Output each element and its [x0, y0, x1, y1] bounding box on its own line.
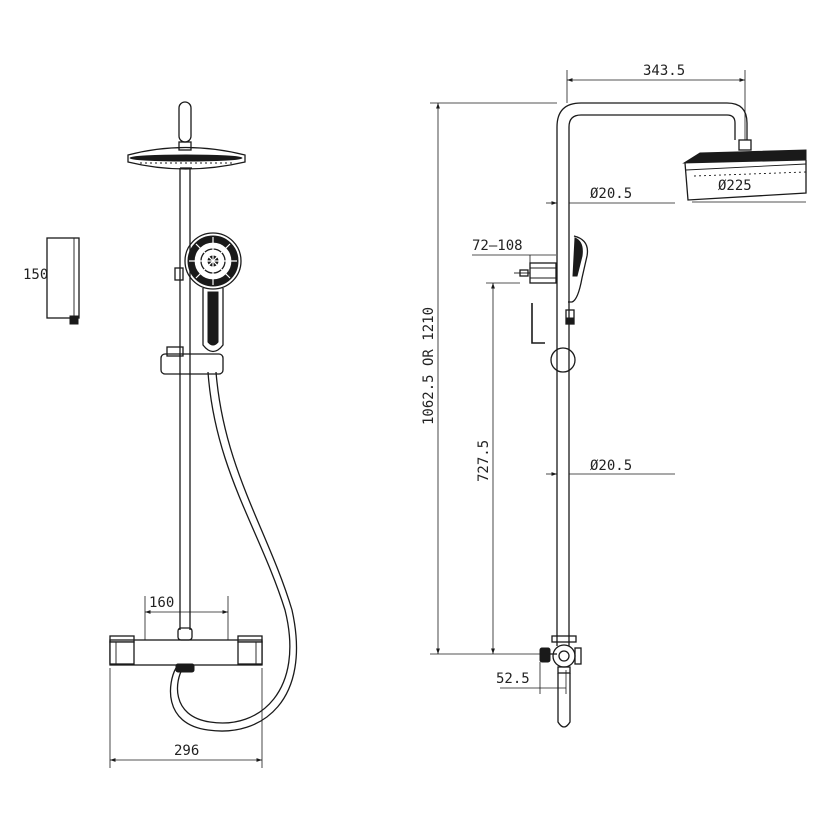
side-view: 343.5 Ø20.5 Ø225 72–108 [421, 63, 807, 728]
dim-valve-centers: 160 [149, 595, 174, 611]
dim-valve-width: 296 [174, 743, 199, 759]
rain-head-side [682, 149, 807, 201]
dim-overall-height: 1062.5 OR 1210 [421, 307, 437, 425]
dim-head-diameter: Ø225 [718, 178, 752, 194]
dim-bracket-height: 150 [23, 267, 48, 283]
hand-shower-front [184, 232, 242, 353]
valve-side [539, 635, 582, 728]
dim-lower-pipe-diameter: Ø20.5 [590, 458, 632, 474]
thermostatic-valve-front [109, 635, 263, 673]
dim-slider-range: 72–108 [472, 238, 523, 254]
dim-slider-height: 727.5 [476, 440, 492, 482]
front-view: 160 296 [109, 101, 298, 768]
wall-bracket-view: 150 [23, 237, 80, 325]
slider-holder [160, 346, 224, 375]
dim-upper-pipe-diameter: Ø20.5 [590, 186, 632, 202]
dim-arm-projection: 343.5 [643, 63, 685, 79]
dim-valve-offset: 52.5 [496, 671, 530, 687]
hand-shower-side [565, 235, 589, 325]
